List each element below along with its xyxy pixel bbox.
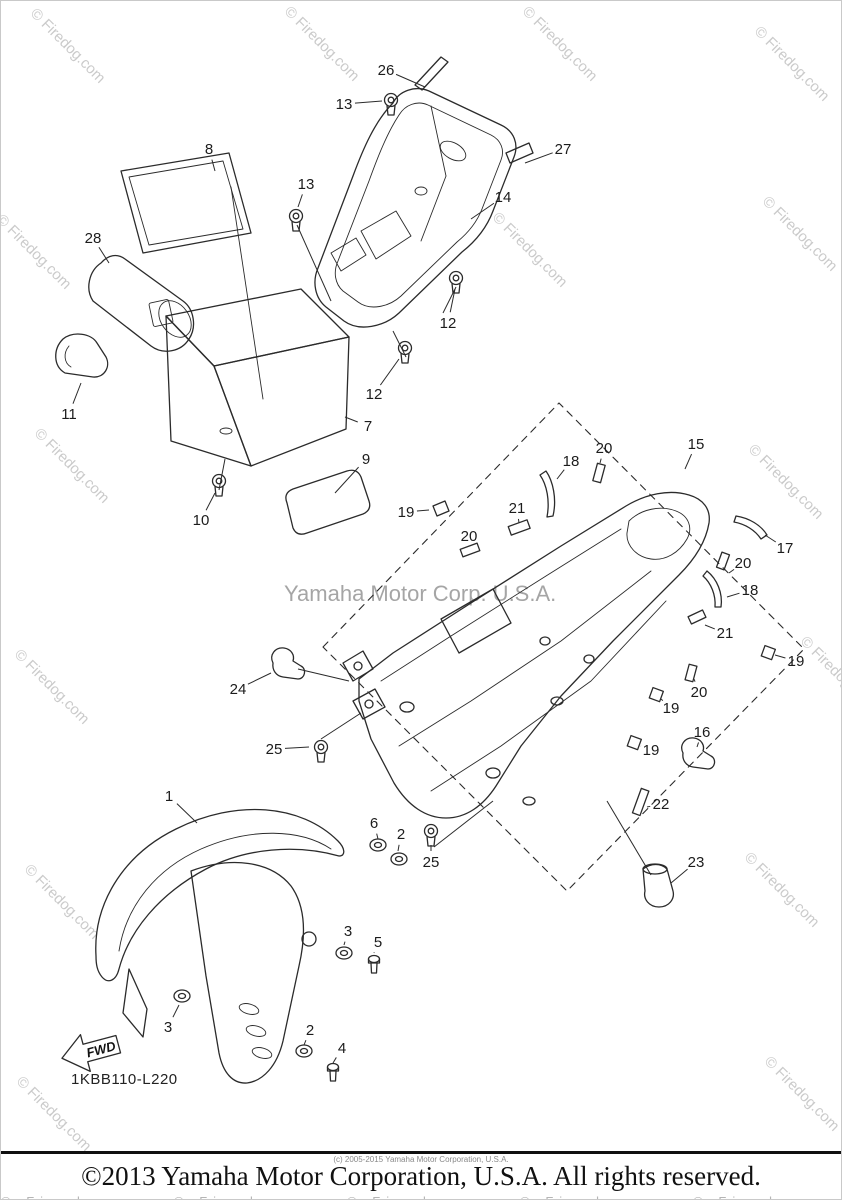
callout-10: 10: [193, 512, 210, 529]
callout-1: 1: [165, 788, 173, 805]
callout-28: 28: [85, 230, 102, 247]
callout-25: 25: [266, 741, 283, 758]
rear-fender-inner-assembly: [314, 56, 534, 328]
callout-2: 2: [397, 826, 405, 843]
callout-18: 18: [563, 453, 580, 470]
callout-leader-21: [704, 624, 715, 630]
callout-leader-12: [449, 288, 456, 313]
callout-12: 12: [366, 386, 383, 403]
callout-leader-26: [395, 73, 426, 88]
callout-14: 14: [495, 189, 512, 206]
callout-leader-19: [774, 654, 786, 659]
callout-5: 5: [374, 934, 382, 951]
callout-20: 20: [735, 555, 752, 572]
callout-leader-7: [344, 416, 358, 423]
callout-11: 11: [61, 406, 77, 423]
callout-leader-20: [693, 678, 696, 682]
callout-leader-15: [684, 453, 693, 470]
callout-8: 8: [205, 141, 213, 158]
callout-leader-27: [524, 152, 553, 164]
callout-26: 26: [378, 62, 395, 79]
callout-leader-6: [376, 833, 379, 840]
callout-13: 13: [336, 96, 353, 113]
callout-leader-4: [332, 1057, 337, 1064]
callout-9: 9: [362, 451, 370, 468]
callout-6: 6: [370, 815, 378, 832]
callout-13: 13: [298, 176, 315, 193]
callout-23: 23: [688, 854, 705, 871]
callout-20: 20: [596, 440, 613, 457]
callout-19: 19: [788, 653, 805, 670]
callout-21: 21: [717, 625, 734, 642]
callout-leader-11: [72, 382, 82, 404]
callout-leader-28: [98, 246, 110, 264]
callout-3: 3: [344, 923, 352, 940]
callout-22: 22: [653, 796, 670, 813]
callout-leader-24: [247, 672, 272, 685]
battery-box-assembly: [55, 152, 371, 535]
callout-leader-20: [599, 458, 602, 464]
callout-3: 3: [164, 1019, 172, 1036]
callout-12: 12: [440, 315, 457, 332]
diagram-code: 1KBB110-L220: [71, 1071, 178, 1088]
callout-leader-19: [416, 509, 430, 512]
callout-leader-23: [670, 868, 688, 884]
copyright-text: ©2013 Yamaha Motor Corporation, U.S.A. A…: [81, 1161, 761, 1191]
callout-19: 19: [663, 700, 680, 717]
callout-15: 15: [688, 436, 705, 453]
callout-20: 20: [461, 528, 478, 545]
callout-19: 19: [643, 742, 660, 759]
callout-21: 21: [509, 500, 526, 517]
bottom-watermark-sliver: © Firedog.com © Firedog.com © Firedog.co…: [1, 1194, 841, 1199]
callout-leader-3: [343, 941, 346, 946]
callout-19: 19: [398, 504, 415, 521]
callout-leader-16: [696, 742, 699, 748]
callout-leader-12: [379, 358, 400, 386]
damper-strips: [271, 462, 776, 908]
callout-leader-18: [726, 592, 740, 598]
front-fender: [95, 808, 345, 1084]
callout-24: 24: [230, 681, 247, 698]
callout-leader-10: [205, 492, 216, 511]
callout-leader-14: [470, 202, 495, 220]
callout-leader-19: [660, 698, 664, 702]
assembly-lines: [218, 224, 652, 876]
callout-2: 2: [306, 1022, 314, 1039]
callout-27: 27: [555, 141, 572, 158]
callout-7: 7: [364, 418, 372, 435]
callout-4: 4: [338, 1040, 346, 1057]
callout-17: 17: [777, 540, 794, 557]
fwd-label: FWD: [85, 1038, 118, 1060]
callout-leader-13: [354, 100, 383, 104]
callout-leader-25: [284, 746, 310, 749]
callout-leader-18: [556, 469, 565, 480]
callout-leader-13: [297, 194, 303, 208]
callout-leader-17: [764, 534, 777, 543]
fasteners: [173, 92, 464, 1082]
callout-25: 25: [423, 854, 440, 871]
callout-leader-8: [211, 159, 216, 172]
callout-leader-21: [517, 518, 520, 524]
callout-16: 16: [694, 724, 711, 741]
rear-fender: [342, 491, 710, 819]
callout-leader-9: [334, 466, 359, 494]
fwd-arrow: FWD: [61, 1033, 122, 1073]
callout-leader-20: [728, 568, 735, 574]
callout-leader-3: [172, 1004, 180, 1018]
callout-18: 18: [742, 582, 759, 599]
small-print: (c) 2005-2015 Yamaha Motor Corporation, …: [333, 1155, 509, 1164]
callout-20: 20: [691, 684, 708, 701]
callout-leader-22: [646, 805, 651, 808]
callout-leader-1: [176, 803, 198, 824]
footer-divider: [1, 1151, 841, 1154]
callout-leader-2: [303, 1040, 307, 1046]
rear-fender-boundary: [322, 402, 805, 892]
callout-leader-2: [397, 844, 400, 852]
